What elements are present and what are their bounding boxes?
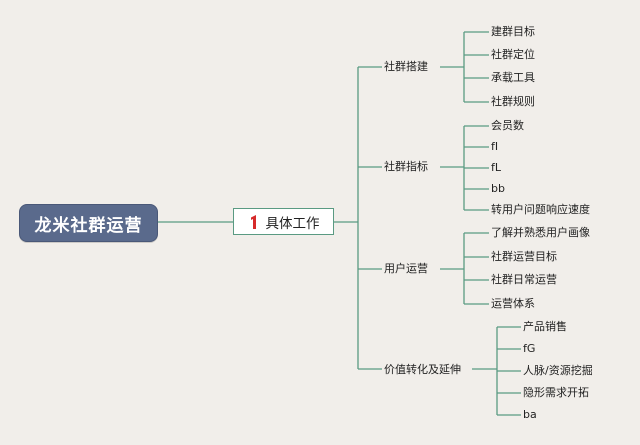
leaf-node[interactable]: 运营体系 — [491, 297, 535, 310]
leaf-node[interactable]: ba — [523, 408, 537, 421]
leaf-node[interactable]: 会员数 — [491, 119, 524, 132]
root-node[interactable]: 龙米社群运营 — [19, 204, 158, 242]
level1-node[interactable]: 具体工作 — [233, 208, 334, 235]
leaf-node[interactable]: 社群定位 — [491, 48, 535, 61]
leaf-node[interactable]: 转用户问题响应速度 — [491, 203, 590, 216]
leaf-node[interactable]: 人脉/资源挖掘 — [523, 364, 593, 377]
number-one-icon — [248, 214, 260, 230]
leaf-node[interactable]: fL — [491, 161, 502, 174]
leaf-node[interactable]: 社群运营目标 — [491, 250, 557, 263]
root-label: 龙米社群运营 — [34, 215, 143, 236]
leaf-node[interactable]: 社群规则 — [491, 95, 535, 108]
leaf-node[interactable]: fI — [491, 140, 499, 153]
branch-community-metrics[interactable]: 社群指标 — [384, 160, 428, 173]
level1-label: 具体工作 — [265, 215, 320, 232]
leaf-node[interactable]: 承载工具 — [491, 71, 535, 84]
leaf-node[interactable]: 社群日常运营 — [491, 273, 557, 286]
branch-community-setup[interactable]: 社群搭建 — [384, 60, 428, 73]
branch-value-conversion[interactable]: 价值转化及延伸 — [384, 363, 461, 376]
leaf-node[interactable]: bb — [491, 182, 505, 195]
leaf-node[interactable]: 了解并熟悉用户画像 — [491, 226, 590, 239]
leaf-node[interactable]: fG — [523, 342, 536, 355]
leaf-node[interactable]: 隐形需求开拓 — [523, 386, 589, 399]
branch-user-operations[interactable]: 用户运营 — [384, 262, 428, 275]
leaf-node[interactable]: 建群目标 — [491, 25, 535, 38]
leaf-node[interactable]: 产品销售 — [523, 320, 567, 333]
